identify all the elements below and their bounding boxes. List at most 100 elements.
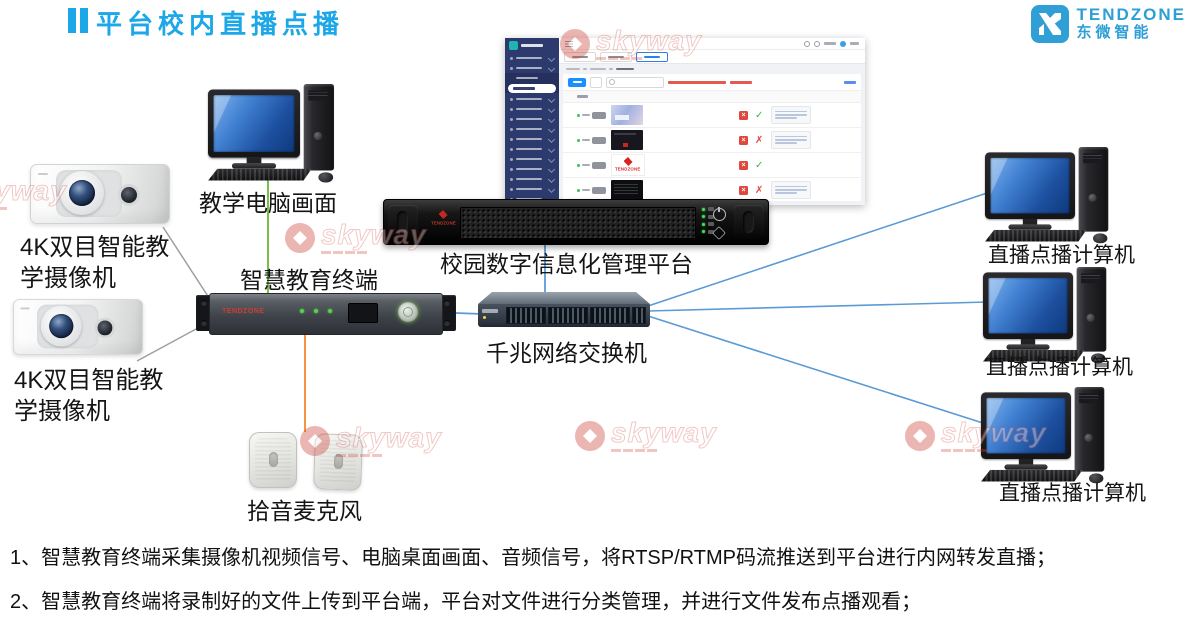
platform-tabs: [559, 50, 865, 64]
viewer-pc-1: [985, 147, 1120, 244]
brand-name-en: TENDZONE: [1076, 5, 1186, 25]
link-box: [771, 131, 811, 149]
pc-mouse: [1089, 473, 1104, 484]
pc-tower: [1076, 267, 1107, 352]
link-box: [771, 181, 811, 199]
terminal-display: [348, 303, 378, 323]
disabled-icon: ×: [739, 110, 748, 120]
fail-icon: ✗: [755, 184, 764, 196]
server-label: 校园数字信息化管理平台: [440, 251, 693, 277]
camera1-terminal-line: [162, 226, 214, 305]
note-line-2: 2、智慧教育终端将录制好的文件上传到平台端，平台对文件进行分类管理，并进行文件发…: [10, 591, 922, 613]
tendzone-logo-icon: [1030, 5, 1069, 43]
pc-monitor: [208, 89, 300, 158]
avatar: [840, 40, 846, 47]
brand-logo: TENDZONE 东微智能: [1030, 5, 1187, 43]
terminal-switch-line: [455, 312, 483, 315]
platform-logo-icon: [509, 41, 518, 50]
video-thumbnail: [611, 105, 643, 125]
pc-mouse: [318, 172, 334, 183]
power-button-icon: [398, 302, 418, 322]
table-row: × ✗: [563, 178, 861, 202]
camera-main-lens: [40, 305, 82, 347]
platform-screenshot: × ✓ × ✗: [505, 38, 865, 205]
microphone-label: 拾音麦克风: [247, 498, 362, 524]
camera-bottom-label: 4K双目智能教学摄像机: [14, 367, 164, 425]
rack-ear: [439, 295, 456, 331]
tendzone-mark-icon: [623, 157, 633, 166]
viewer-pc-2-label: 直播点播计算机: [986, 356, 1133, 379]
search-input: [606, 76, 664, 88]
network-switch: [478, 292, 650, 330]
brand-name-cn: 东微智能: [1076, 24, 1153, 42]
platform-table-panel: × ✓ × ✗: [563, 74, 861, 201]
table-row: × ✓: [563, 103, 861, 128]
video-thumbnail: [611, 130, 643, 150]
breadcrumb: [559, 64, 865, 74]
server-brand: TENDZONE: [426, 210, 460, 227]
link-box: [771, 106, 811, 124]
disabled-icon: ×: [739, 135, 748, 145]
success-icon: ✓: [755, 159, 764, 171]
note-line-1: 1、智慧教育终端采集摄像机视频信号、电脑桌面画面、音频信号，将RTSP/RTMP…: [10, 547, 1056, 569]
pc-screen: [988, 277, 1068, 334]
primary-button: [568, 77, 586, 87]
video-thumbnail: [611, 180, 643, 200]
pc-tower: [1074, 387, 1105, 472]
terminal-brand: TENDZONE: [222, 308, 265, 315]
platform-server: TENDZONE: [383, 199, 769, 245]
teacher-pc: [208, 84, 346, 183]
success-icon: ✓: [755, 109, 764, 121]
dropdown: [590, 76, 602, 88]
config-icon: [711, 225, 727, 241]
rack-handle: [734, 205, 764, 239]
pc-tower: [303, 84, 335, 171]
pc-mouse: [1093, 233, 1108, 244]
add-link: [844, 80, 856, 84]
video-thumbnail-tendzone: TENDZONE: [611, 154, 645, 176]
rack-handle: [388, 205, 418, 239]
switch-pc2-line: [647, 301, 989, 312]
pc-keyboard: [208, 168, 312, 181]
server-leds: [702, 207, 714, 234]
microphone: [313, 433, 363, 491]
viewer-pc-2: [983, 267, 1118, 364]
pc-screen: [986, 397, 1066, 454]
menu-icon: [565, 40, 573, 47]
switch-label: 千兆网络交换机: [486, 340, 647, 366]
pc-monitor: [983, 272, 1073, 339]
viewer-pc-3-label: 直播点播计算机: [999, 482, 1146, 505]
pc-mouse: [1091, 353, 1106, 364]
pc-monitor: [981, 392, 1071, 459]
disabled-icon: ×: [739, 185, 748, 195]
camera-secondary-lens: [118, 184, 140, 206]
title-accent-bar: [80, 8, 88, 33]
search-icon: [804, 40, 810, 47]
pc-screen: [990, 157, 1070, 214]
bell-icon: [814, 40, 820, 47]
pc-tower: [1078, 147, 1109, 232]
camera-bottom: [12, 299, 144, 355]
title-accent-bar: [68, 8, 76, 33]
page-title: 平台校内直播点播: [96, 9, 345, 39]
pc-keyboard: [983, 349, 1085, 362]
switch-pc3-line: [647, 315, 987, 425]
pc-screen: [213, 95, 295, 153]
power-icon: [713, 207, 726, 221]
teacher-pc-label: 教学电脑画面: [199, 190, 337, 216]
server-grille: [460, 207, 696, 239]
camera-top: [30, 164, 170, 224]
platform-filter-row: [563, 74, 861, 90]
viewer-pc-1-label: 直播点播计算机: [988, 244, 1135, 267]
disabled-icon: ×: [739, 160, 748, 170]
platform-sidebar: [505, 38, 559, 205]
terminal-leds: [300, 309, 332, 313]
camera-secondary-lens: [94, 317, 116, 339]
table-row: TENDZONE × ✓: [563, 153, 861, 178]
microphone: [249, 432, 297, 488]
pc-monitor: [985, 152, 1075, 219]
table-row: × ✗: [563, 128, 861, 153]
platform-main: × ✓ × ✗: [559, 38, 865, 205]
